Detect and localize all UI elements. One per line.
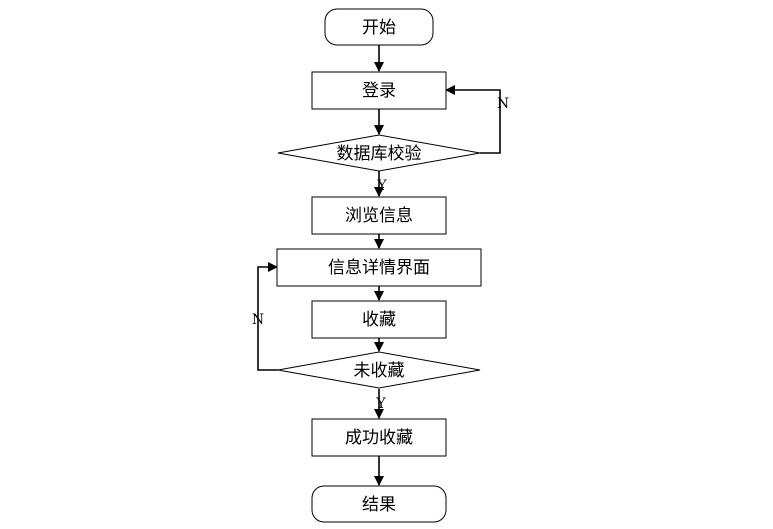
db-check-decision bbox=[277, 134, 481, 172]
browse-node bbox=[311, 196, 447, 235]
not-favorited-yes-label: Y bbox=[375, 396, 386, 412]
success-node-label: 成功收藏 bbox=[345, 428, 413, 448]
end-node bbox=[311, 485, 447, 523]
favorite-node-label: 收藏 bbox=[362, 310, 396, 330]
db-check-label: 数据库校验 bbox=[337, 144, 422, 164]
connector-check-detail-loop bbox=[257, 262, 278, 371]
not-favorited-label: 未收藏 bbox=[354, 361, 405, 381]
login-node bbox=[311, 71, 447, 110]
detail-node-label: 信息详情界面 bbox=[328, 258, 430, 278]
favorite-node bbox=[311, 300, 447, 339]
browse-node-label: 浏览信息 bbox=[345, 206, 413, 226]
connector-dbcheck-login-loop bbox=[445, 85, 501, 154]
success-node bbox=[311, 418, 447, 457]
detail-node bbox=[276, 248, 482, 287]
db-check-yes-label: Y bbox=[376, 178, 387, 194]
start-node-label: 开始 bbox=[362, 18, 396, 38]
end-node-label: 结果 bbox=[362, 495, 396, 515]
start-node bbox=[324, 8, 434, 46]
db-check-no-label: N bbox=[497, 96, 509, 112]
not-favorited-no-label: N bbox=[252, 312, 264, 328]
login-node-label: 登录 bbox=[362, 81, 396, 101]
not-favorited-decision bbox=[277, 351, 481, 389]
